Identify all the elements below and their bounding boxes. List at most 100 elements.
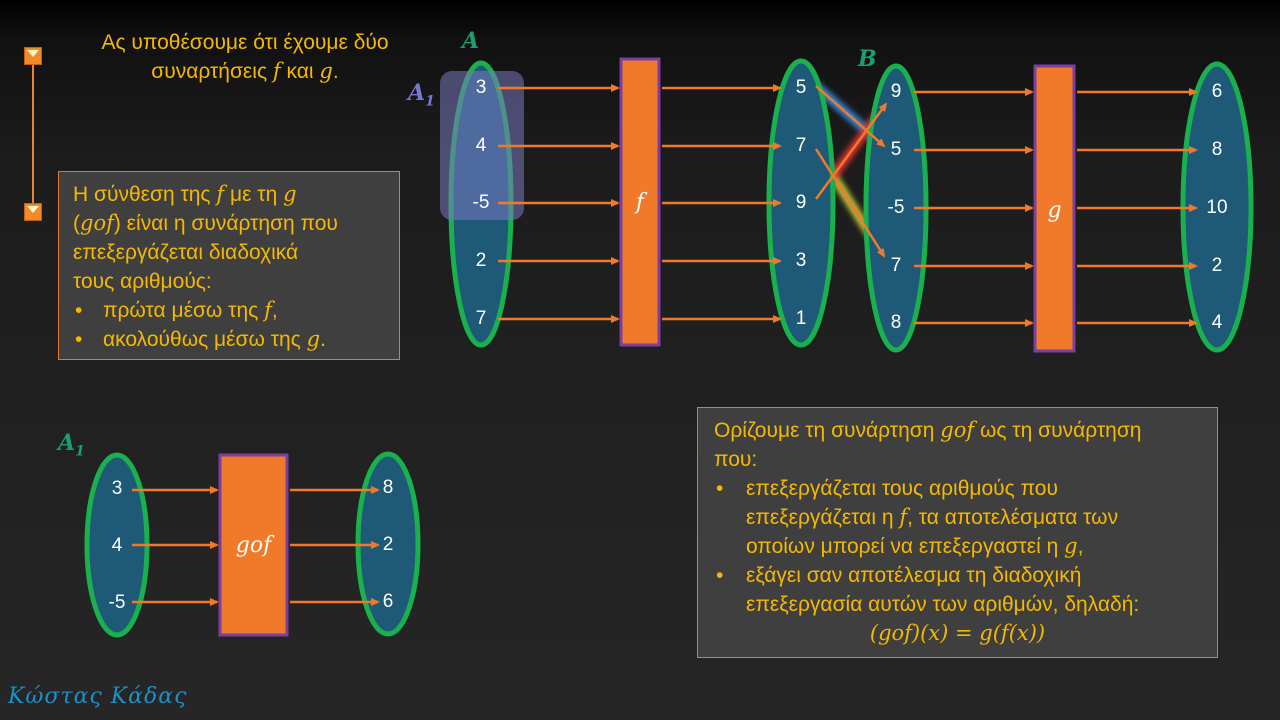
composition-formula: (gof)(x) = g(f(x)) <box>869 621 1046 645</box>
g-symbol: g <box>1064 534 1078 558</box>
def-line-2: που: <box>714 448 758 471</box>
text: με τη <box>224 183 284 206</box>
set-A-element: -5 <box>472 192 490 213</box>
set-A-label: A <box>462 28 479 54</box>
f-symbol: f <box>216 182 225 206</box>
def-bullet-2: εξάγει σαν αποτέλεσμα τη διαδοχική επεξε… <box>714 561 1201 648</box>
label-sub: 1 <box>425 93 435 110</box>
set-gB-element: 10 <box>1206 197 1228 218</box>
intro-text-part: . <box>332 60 339 83</box>
label-text: A <box>408 80 426 106</box>
def-bullets: επεξεργάζεται τους αριθμούς που επεξεργά… <box>714 474 1201 648</box>
set-gofA1-element: 8 <box>382 477 394 498</box>
set-gofA1-element: 2 <box>382 534 394 555</box>
text: επεξεργάζεται τους αριθμούς που <box>746 477 1058 500</box>
comp-line-3: επεξεργάζεται διαδοχικά <box>73 241 299 264</box>
text: ως τη συνάρτηση <box>974 419 1142 442</box>
arrow-fA-to-B <box>815 85 886 148</box>
text: εξάγει σαν αποτέλεσμα τη διαδοχική <box>746 564 1082 587</box>
comp-line-4: τους αριθμούς: <box>73 270 212 293</box>
text: , <box>1077 535 1084 558</box>
label-sub: 1 <box>75 443 85 460</box>
set-A1-element: 4 <box>111 535 123 556</box>
definition-box: Ορίζουμε τη συνάρτηση gof ως τη συνάρτησ… <box>697 407 1218 658</box>
set-A1-element: -5 <box>108 592 126 613</box>
text: , τα αποτελέσματα των <box>907 506 1119 529</box>
text: Η σύνθεση της <box>73 183 217 206</box>
comp-bullets: πρώτα μέσω της f, ακολούθως μέσω της g. <box>73 296 385 354</box>
text: οποίων μπορεί να επεξεργαστεί η g, <box>746 532 1201 561</box>
set-A-element: 3 <box>475 77 487 98</box>
arrows <box>132 84 1198 606</box>
f-symbol: f <box>264 298 272 322</box>
f-symbol: f <box>899 505 908 529</box>
set-A1-element: 3 <box>111 478 123 499</box>
g-box <box>1033 64 1076 353</box>
set-A-element: 4 <box>475 135 487 156</box>
gof-label: gof <box>235 533 272 558</box>
set-gofA1-element: 6 <box>382 591 394 612</box>
g-symbol: g <box>283 182 297 206</box>
gof-symbol: gof <box>80 211 114 235</box>
intro-text: Ας υποθέσουμε ότι έχουμε δύο συναρτήσεις… <box>60 28 430 86</box>
arrow-fA-to-B <box>814 148 886 258</box>
text: ( <box>73 212 80 235</box>
intro-g: g <box>319 59 333 83</box>
set-fA-element: 9 <box>795 192 807 213</box>
set-B-element: 7 <box>890 255 902 276</box>
text: . <box>320 328 326 351</box>
gof-symbol: gof <box>940 418 975 442</box>
set-A-element: 7 <box>475 308 487 329</box>
set-fA-element: 7 <box>795 135 807 156</box>
f-box <box>619 57 661 347</box>
set-A1-label: A1 <box>408 80 435 109</box>
text: οποίων μπορεί να επεξεργαστεί η <box>746 535 1065 558</box>
text: Ορίζουμε τη συνάρτηση <box>714 419 941 442</box>
author-signature: Κώστας Κάδας <box>8 684 188 709</box>
set-gB-element: 6 <box>1211 81 1223 102</box>
set-B-label: B <box>858 46 877 72</box>
text: επεξεργάζεται η <box>746 506 900 529</box>
set-B-element: 9 <box>890 81 902 102</box>
set-fA-element: 3 <box>795 250 807 271</box>
diagram-shapes <box>84 57 1254 638</box>
text: επεξεργάζεται η f, τα αποτελέσματα των <box>746 503 1201 532</box>
g-label: g <box>1047 198 1062 223</box>
comp-line-2: (gof) είναι η συνάρτηση που <box>73 209 385 238</box>
set-gB-element: 8 <box>1211 139 1223 160</box>
text: ) είναι η συνάρτηση που <box>113 212 338 235</box>
set-A-element: 2 <box>475 250 487 271</box>
set-gB-element: 4 <box>1211 312 1223 333</box>
timeline-marker-2[interactable] <box>24 203 42 221</box>
text: επεξεργασία αυτών των αριθμών, δηλαδή: <box>746 593 1140 616</box>
comp-bullet-1: πρώτα μέσω της f, <box>73 296 385 325</box>
label-text: A <box>58 430 76 456</box>
set-fA-element: 5 <box>795 77 807 98</box>
def-bullet-1: επεξεργάζεται τους αριθμούς που επεξεργά… <box>714 474 1201 561</box>
intro-text-part: και <box>280 60 320 83</box>
f-label: f <box>635 190 645 215</box>
set-B-element: 5 <box>890 139 902 160</box>
set-B-element: -5 <box>887 197 905 218</box>
arrow-fA-to-B <box>814 102 888 200</box>
def-line-1: Ορίζουμε τη συνάρτηση gof ως τη συνάρτησ… <box>714 416 1201 445</box>
intro-line-2: συναρτήσεις f και g. <box>60 57 430 86</box>
intro-text-part: συναρτήσεις <box>151 60 273 83</box>
timeline <box>32 48 34 218</box>
comp-bullet-2: ακολούθως μέσω της g. <box>73 325 385 354</box>
gof-box <box>218 453 289 637</box>
intro-f: f <box>272 59 281 83</box>
composition-explanation-box: Η σύνθεση της f με τη g (gof) είναι η συ… <box>58 171 400 360</box>
text: , <box>271 299 278 322</box>
set-B-element: 8 <box>890 312 902 333</box>
set-A1-bottom-label: A1 <box>58 430 85 459</box>
text: πρώτα μέσω της <box>103 299 265 322</box>
A1-highlight <box>440 71 524 220</box>
text: ακολούθως μέσω της <box>103 328 307 351</box>
intro-line-1: Ας υποθέσουμε ότι έχουμε δύο <box>101 31 389 54</box>
comp-line-1: Η σύνθεση της f με τη g <box>73 180 385 209</box>
timeline-marker-1[interactable] <box>24 47 42 65</box>
set-gB-element: 2 <box>1211 255 1223 276</box>
g-symbol: g <box>306 327 321 351</box>
